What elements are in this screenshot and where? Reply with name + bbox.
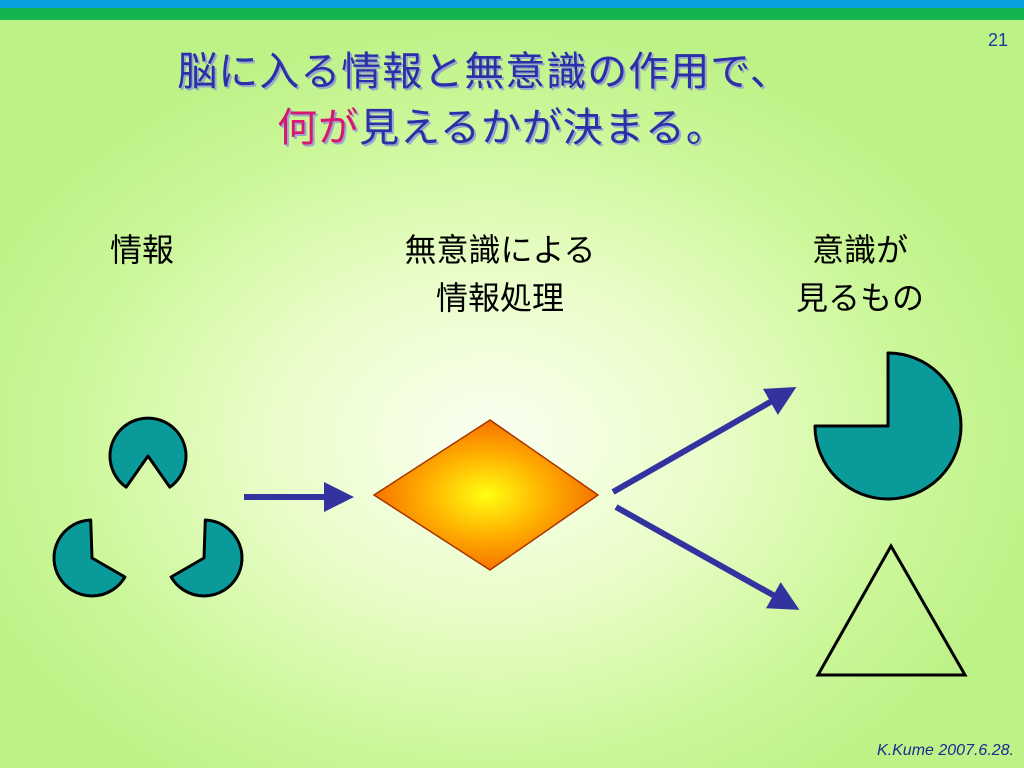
pacman-top-icon xyxy=(108,416,188,489)
kanizsa-triangle-icon xyxy=(52,416,244,598)
arrow-to-triangle xyxy=(614,504,800,610)
label-info: 情報 xyxy=(109,231,174,269)
label-conscious-line-1: 意識が xyxy=(811,231,908,269)
slide-title-line-2: 何が見えるかが決まる。 xyxy=(0,104,1014,152)
page-number: 21 xyxy=(987,30,1008,50)
title-accent: 何が xyxy=(277,105,360,151)
processing-diamond-icon xyxy=(372,419,600,571)
arrow-to-pacman xyxy=(611,387,797,495)
label-conscious-line-2: 見るもの xyxy=(795,279,924,317)
top-blue-bar xyxy=(0,0,1024,8)
top-green-bar xyxy=(0,8,1024,20)
pacman-bottom-left-icon xyxy=(52,518,127,598)
label-processing-line-1: 無意識による xyxy=(404,231,596,269)
slide-title-line-1: 脳に入る情報と無意識の作用で、 xyxy=(177,49,791,95)
pacman-bottom-right-icon xyxy=(169,518,244,598)
title-rest: 見えるかが決まる。 xyxy=(359,105,727,151)
triangle-outline-icon xyxy=(815,542,968,677)
author-credit: K.Kume 2007.6.28. xyxy=(877,742,1014,759)
label-processing-line-2: 情報処理 xyxy=(435,279,564,317)
large-pacman-icon xyxy=(813,351,963,501)
